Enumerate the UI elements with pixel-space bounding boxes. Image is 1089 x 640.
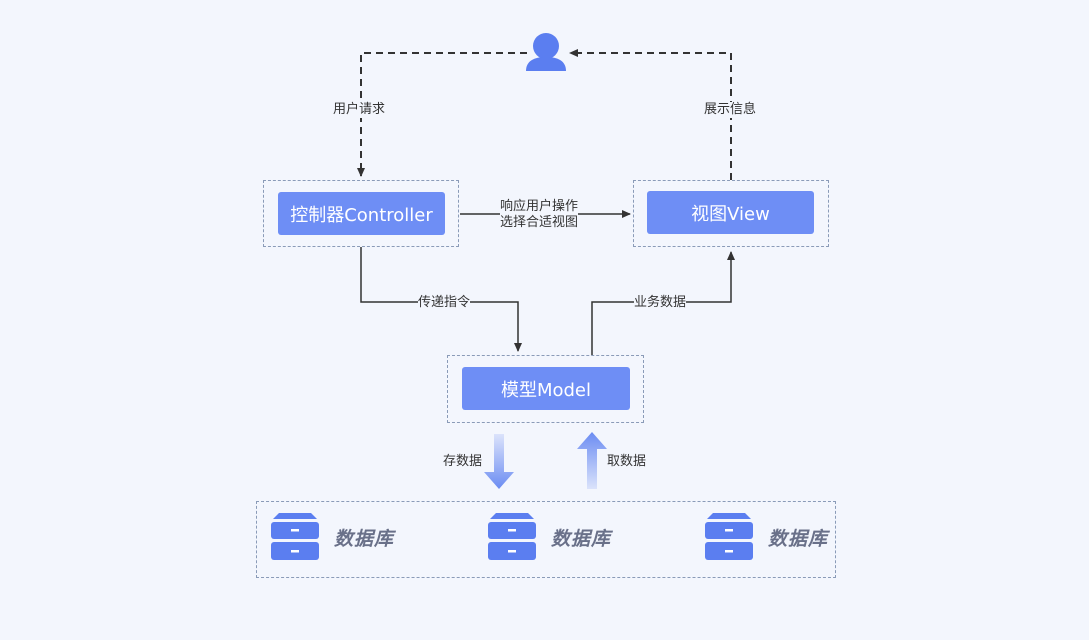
controller-node: 控制器Controller — [278, 192, 445, 235]
database-item: 数据库 — [487, 513, 611, 561]
label-pass-command: 传递指令 — [418, 295, 471, 311]
database-label: 数据库 — [334, 527, 395, 550]
database-icon — [271, 513, 319, 560]
label-show-info: 展示信息 — [704, 102, 757, 118]
database-label: 数据库 — [551, 527, 612, 550]
label-business-data: 业务数据 — [634, 295, 687, 311]
label-respond-line1: 响应用户操作 — [500, 199, 579, 214]
label-store-data: 存数据 — [443, 454, 483, 469]
user-icon — [526, 33, 566, 71]
label-respond: 响应用户操作 选择合适视图 — [500, 199, 579, 231]
database-icon — [705, 513, 753, 560]
view-node: 视图View — [647, 191, 814, 234]
edge-user-request — [357, 52, 527, 177]
database-icon — [488, 513, 536, 560]
label-user-request: 用户请求 — [333, 102, 386, 118]
store-data-arrow — [484, 434, 514, 489]
label-fetch-data: 取数据 — [607, 454, 647, 469]
model-node: 模型Model — [462, 367, 630, 410]
database-item: 数据库 — [704, 513, 828, 561]
fetch-data-arrow — [577, 432, 607, 489]
database-item: 数据库 — [270, 513, 394, 561]
database-label: 数据库 — [768, 527, 829, 550]
label-respond-line2: 选择合适视图 — [500, 215, 579, 230]
edge-show-info — [569, 49, 732, 180]
